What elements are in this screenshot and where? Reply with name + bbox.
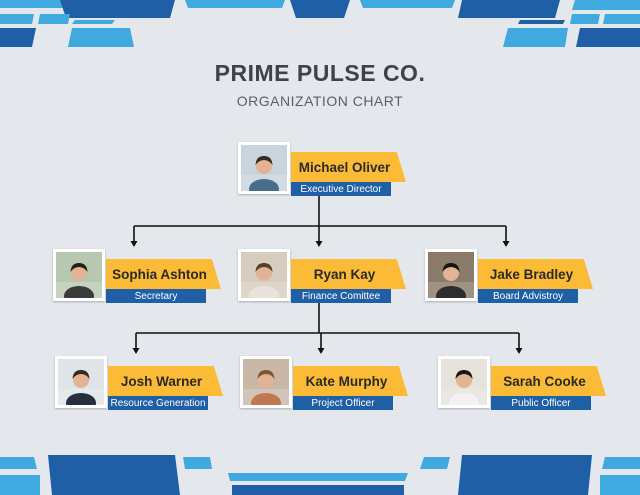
bottom-decoration (0, 455, 640, 495)
node-role: Project Officer (293, 396, 393, 410)
chart-subtitle: ORGANIZATION CHART (236, 93, 404, 109)
node-name: Michael Oliver (291, 152, 406, 182)
arrowhead-icon (502, 241, 510, 247)
node-name: Josh Warner (108, 366, 223, 396)
person-photo-icon (53, 249, 105, 301)
node-role: Finance Comittee (291, 289, 391, 303)
org-node-sophia: Sophia Ashton Secretary (53, 249, 233, 309)
org-node-kate: Kate Murphy Project Officer (240, 356, 420, 416)
org-node-ryan: Ryan Kay Finance Comittee (238, 249, 418, 309)
org-node-michael: Michael Oliver Executive Director (238, 142, 418, 202)
node-role: Resource Generation (108, 396, 208, 410)
node-name: Ryan Kay (291, 259, 406, 289)
arrowhead-icon (515, 348, 523, 354)
org-node-josh: Josh Warner Resource Generation (55, 356, 235, 416)
arrowhead-icon (317, 348, 325, 354)
person-photo-icon (55, 356, 107, 408)
arrowhead-icon (130, 241, 138, 247)
node-name: Kate Murphy (293, 366, 408, 396)
arrowhead-icon (132, 348, 140, 354)
node-name: Sophia Ashton (106, 259, 221, 289)
top-decoration (0, 0, 640, 47)
node-name: Jake Bradley (478, 259, 593, 289)
org-node-sarah: Sarah Cooke Public Officer (438, 356, 618, 416)
node-role: Secretary (106, 289, 206, 303)
node-name: Sarah Cooke (491, 366, 606, 396)
node-role: Executive Director (291, 182, 391, 196)
person-photo-icon (238, 249, 290, 301)
person-photo-icon (240, 356, 292, 408)
node-role: Public Officer (491, 396, 591, 410)
node-role: Board Advistroy (478, 289, 578, 303)
person-photo-icon (238, 142, 290, 194)
person-photo-icon (438, 356, 490, 408)
person-photo-icon (425, 249, 477, 301)
org-node-jake: Jake Bradley Board Advistroy (425, 249, 605, 309)
company-title: PRIME PULSE CO. (214, 60, 426, 86)
arrowhead-icon (315, 241, 323, 247)
